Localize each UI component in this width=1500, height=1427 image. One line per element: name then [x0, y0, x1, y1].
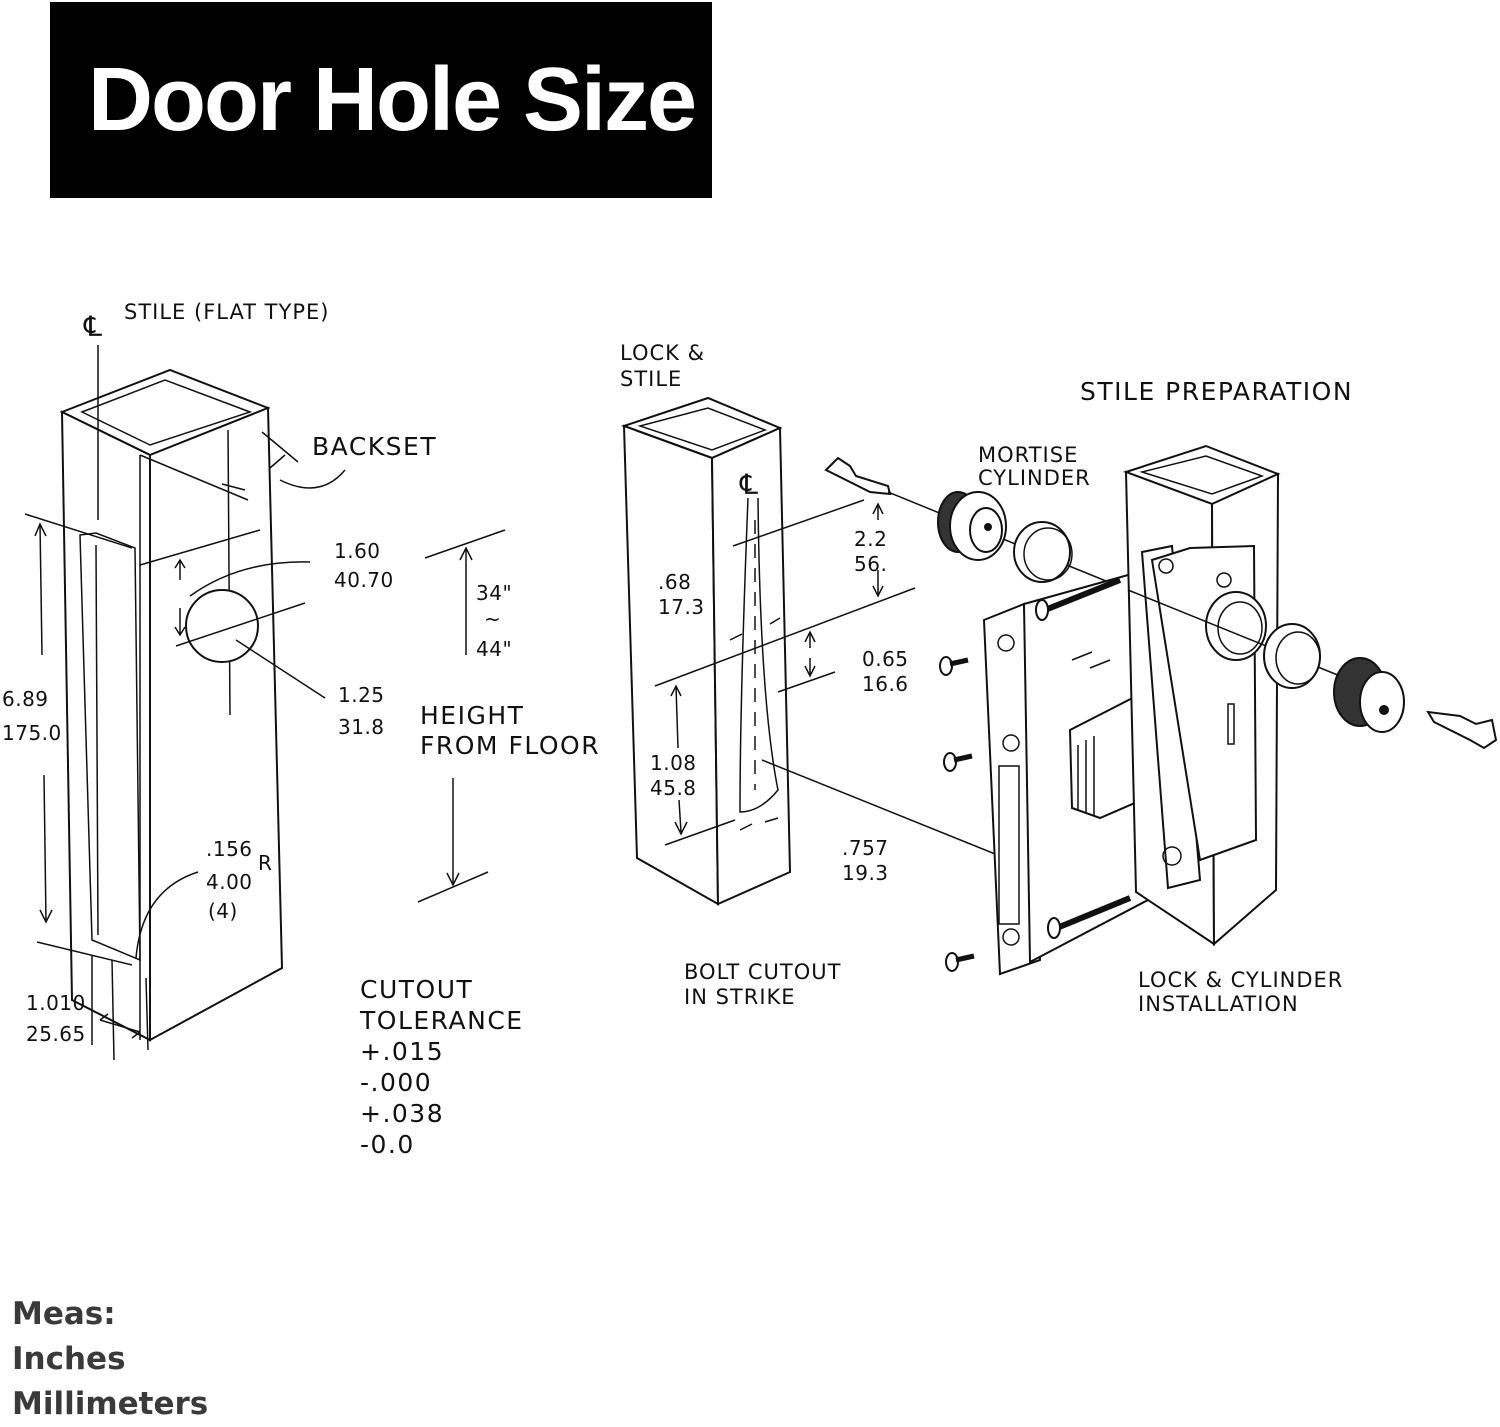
lock-stile-label-1: LOCK & — [620, 341, 705, 365]
dim-757-mm: 19.3 — [842, 861, 889, 885]
screw-top — [1035, 577, 1122, 621]
stile-preparation-label: STILE PREPARATION — [1080, 377, 1353, 406]
lock-stile-drawing — [620, 396, 1016, 906]
mortise-label-2: CYLINDER — [978, 466, 1091, 490]
legend-inches: Inches — [12, 1341, 126, 1377]
install-label-1: LOCK & CYLINDER — [1138, 968, 1343, 992]
stile-flat-type-label: STILE (FLAT TYPE) — [124, 300, 329, 324]
dim-0-65-in: 0.65 — [862, 647, 909, 671]
height-dimension — [417, 529, 506, 903]
dim-2-2-in: 2.2 — [854, 527, 887, 551]
tolerance-title-1: CUTOUT — [360, 975, 473, 1004]
dim-0-65-mm: 16.6 — [862, 672, 909, 696]
tolerance-value-1: +.015 — [360, 1037, 444, 1066]
screw-bottom — [1047, 895, 1132, 939]
left-stile-drawing — [24, 345, 346, 1061]
dim-6-89-in: 6.89 — [2, 687, 49, 711]
dim-2-2-mm: 56. — [854, 552, 887, 576]
dim-1-60-mm: 40.70 — [334, 568, 394, 592]
page-title: Door Hole Size — [88, 49, 697, 150]
tolerance-value-2: -.000 — [360, 1068, 432, 1097]
height-bottom: 44" — [476, 637, 512, 661]
tolerance-value-4: -0.0 — [360, 1130, 415, 1159]
dim-68-in: .68 — [658, 570, 691, 594]
bolt-cutout-label-1: BOLT CUTOUT — [684, 960, 841, 984]
dim-1-25-mm: 31.8 — [338, 715, 385, 739]
centerline-symbol-left: ℄ — [83, 310, 102, 343]
centerline-symbol-right: ℄ — [739, 468, 758, 501]
dim-1-08-in: 1.08 — [650, 751, 697, 775]
dim-757-in: .757 — [842, 836, 889, 860]
height-top: 34" — [476, 581, 512, 605]
tolerance-title-2: TOLERANCE — [359, 1006, 524, 1035]
dim-1-60-in: 1.60 — [334, 539, 381, 563]
backset-label: BACKSET — [312, 432, 437, 461]
dim-1-010-mm: 25.65 — [26, 1022, 86, 1046]
dim-1-010-in: 1.010 — [26, 991, 86, 1015]
title-banner: Door Hole Size — [50, 2, 712, 198]
bolt-cutout-label-2: IN STRIKE — [684, 985, 796, 1009]
legend-heading: Meas: — [12, 1296, 116, 1332]
height-label-1: HEIGHT — [420, 701, 524, 730]
lock-stile-label-2: STILE — [620, 367, 682, 391]
radius-in: .156 — [206, 837, 253, 861]
radius-r: R — [258, 851, 272, 875]
measurement-legend: Meas: Inches Millimeters — [12, 1292, 208, 1427]
radius-count: (4) — [208, 899, 238, 923]
dim-6-89-mm: 175.0 — [2, 721, 62, 745]
install-label-2: INSTALLATION — [1138, 992, 1299, 1016]
height-tilde: ~ — [484, 607, 501, 631]
legend-millimeters: Millimeters — [12, 1386, 209, 1422]
height-label-2: FROM FLOOR — [420, 731, 600, 760]
dim-1-25-in: 1.25 — [338, 683, 385, 707]
dim-68-mm: 17.3 — [658, 595, 705, 619]
lock-assembly-drawing — [824, 444, 1498, 976]
tolerance-value-3: +.038 — [360, 1099, 444, 1128]
dim-1-08-mm: 45.8 — [650, 776, 697, 800]
radius-mm: 4.00 — [206, 870, 253, 894]
small-screws — [939, 656, 975, 972]
mortise-label-1: MORTISE — [978, 443, 1078, 467]
